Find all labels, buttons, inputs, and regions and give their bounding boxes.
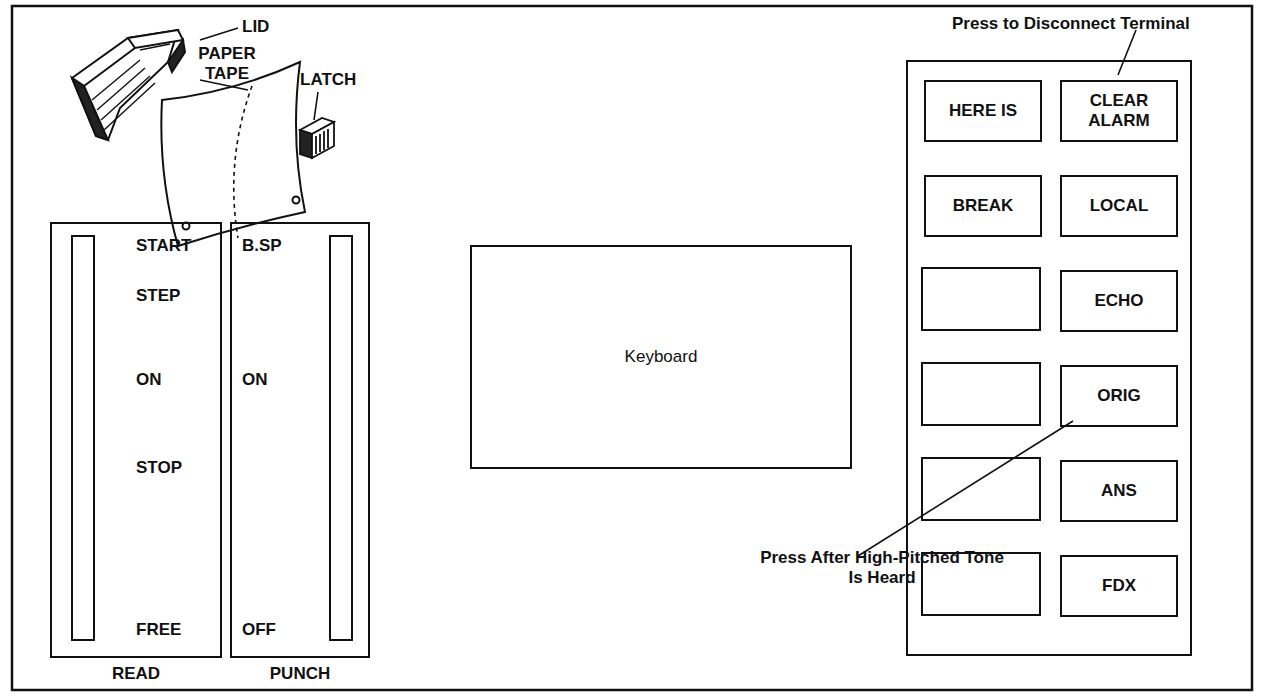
label-text: Keyboard [478, 347, 844, 367]
latch-drawing [300, 118, 334, 158]
label-text: B.SP [242, 236, 282, 256]
leader-lines [200, 28, 1136, 556]
key-button: FDX [1060, 555, 1178, 617]
label-text: FDX [1068, 576, 1170, 596]
punch-slot [330, 236, 352, 640]
switch-panel: B.SPONOFFPUNCH [230, 222, 370, 658]
key-button: CLEAR ALARM [1060, 80, 1178, 142]
callout-note: Press to Disconnect Terminal [952, 14, 1190, 34]
label-text: ON [136, 370, 162, 390]
label-text: ANS [1068, 481, 1170, 501]
label-text: PUNCH [270, 664, 330, 684]
label-text: HERE IS [932, 101, 1034, 121]
part-label: PAPER TAPE [190, 44, 264, 84]
label-text: START [136, 236, 191, 256]
label-text: READ [112, 664, 160, 684]
label-text: LOCAL [1068, 196, 1170, 216]
switch-panel: STARTSTEPONSTOPFREEREAD [50, 222, 222, 658]
callout-note: Press After High-Pitched Tone Is Heard [752, 548, 1012, 588]
key-button: ORIG [1060, 365, 1178, 427]
outer-frame [12, 6, 1252, 690]
key-button: BREAK [924, 175, 1042, 237]
keyboard-box: Keyboard [470, 245, 852, 469]
label-text: CLEAR ALARM [1068, 91, 1170, 131]
label-text: BREAK [932, 196, 1034, 216]
label-text: ECHO [1068, 291, 1170, 311]
key-button: ECHO [1060, 270, 1178, 332]
label-text: STOP [136, 458, 182, 478]
label-text: STEP [136, 286, 180, 306]
label-text: OFF [242, 620, 276, 640]
read-slot [72, 236, 94, 640]
key-button: ANS [1060, 460, 1178, 522]
paper-tape-drawing [161, 62, 305, 246]
key-button: HERE IS [924, 80, 1042, 142]
label-text: FREE [136, 620, 181, 640]
key-button: LOCAL [1060, 175, 1178, 237]
label-text: ORIG [1068, 386, 1170, 406]
part-label: LID [242, 17, 269, 37]
label-text: ON [242, 370, 268, 390]
part-label: LATCH [300, 70, 356, 90]
